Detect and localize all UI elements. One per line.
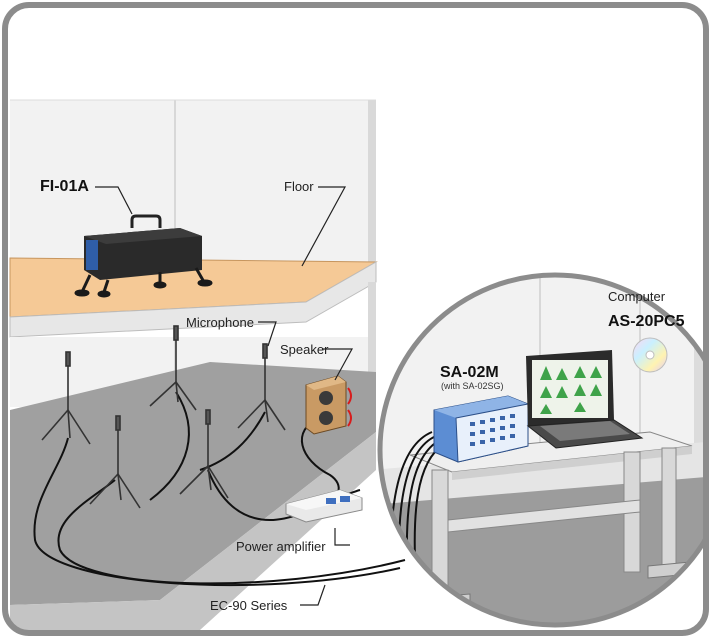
cd-disc-icon xyxy=(632,337,668,373)
speaker-icon xyxy=(305,375,352,435)
label-computer: Computer xyxy=(608,289,666,304)
tapping-machine-icon xyxy=(74,214,213,298)
label-sa-02m-sub: (with SA-02SG) xyxy=(441,381,504,391)
amplifier-icon xyxy=(285,489,363,523)
lower-room xyxy=(10,282,376,630)
laptop-icon xyxy=(526,350,644,449)
label-fi-01a: FI-01A xyxy=(40,178,89,195)
label-ec-90-series: EC-90 Series xyxy=(210,598,288,613)
analyzer-icon xyxy=(433,395,529,463)
label-floor: Floor xyxy=(284,179,314,194)
microphone-stand-icon xyxy=(41,325,286,509)
label-power-amplifier: Power amplifier xyxy=(236,539,326,554)
label-as-20pc5: AS-20PC5 xyxy=(608,313,685,330)
label-microphone: Microphone xyxy=(186,315,254,330)
label-speaker: Speaker xyxy=(280,342,329,357)
label-sa-02m: SA-02M xyxy=(440,364,499,381)
